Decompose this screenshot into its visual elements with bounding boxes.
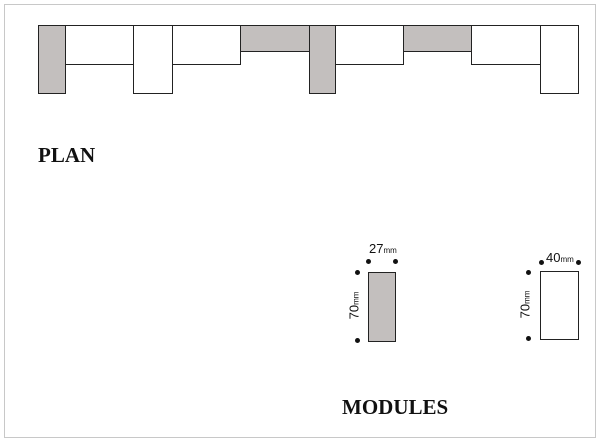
height-label: 70mm [517, 290, 533, 319]
dim-dot [539, 260, 544, 265]
plan-block-8 [403, 25, 472, 52]
dim-dot [526, 270, 531, 275]
plan-block-2 [65, 25, 134, 65]
plan-block-5 [240, 25, 310, 52]
width-label: 27mm [369, 241, 397, 256]
dim-dot [576, 260, 581, 265]
page-frame [4, 4, 596, 438]
plan-block-4 [172, 25, 241, 65]
plan-block-3 [133, 25, 173, 94]
plan-block-9 [471, 25, 541, 65]
plan-block-6 [309, 25, 336, 94]
dim-dot [355, 270, 360, 275]
plan-block-10 [540, 25, 579, 94]
module-narrow-shape [368, 272, 396, 342]
width-label: 40mm [546, 250, 574, 265]
dim-dot [355, 338, 360, 343]
height-label: 70mm [346, 291, 362, 320]
dim-dot [366, 259, 371, 264]
module-wide-shape [540, 271, 579, 340]
modules-title: MODULES [342, 395, 449, 419]
dim-dot [393, 259, 398, 264]
plan-block-1 [38, 25, 66, 94]
plan-block-7 [335, 25, 404, 65]
dim-dot [526, 336, 531, 341]
plan-title: PLAN [38, 143, 96, 167]
